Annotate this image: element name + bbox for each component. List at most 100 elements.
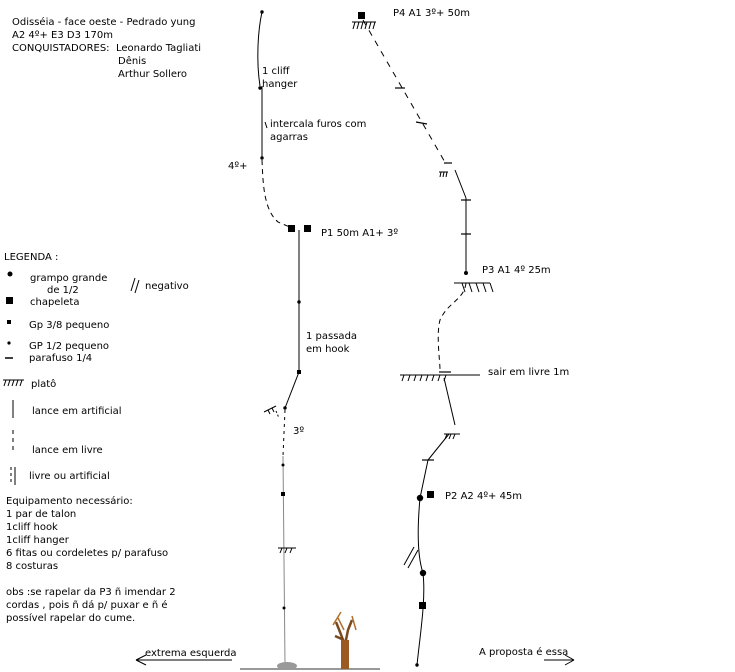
legend-label: parafuso 1/4 [29,353,92,364]
belay-label: P2 A2 4º+ 45m [445,491,522,502]
right-route [362,19,467,666]
route-line [417,497,424,574]
small-bolt-icon [297,300,301,304]
rappel-note: obs :se rapelar da P3 ñ imendar 2 cordas… [6,587,176,624]
grade-label: 4º+ [228,161,247,172]
ledge-icon [3,379,24,387]
legend-label: chapeleta [30,297,79,308]
route-annotation: intercala furos com [270,119,366,130]
conquerors-label: CONQUISTADORES: [12,43,110,54]
small-bolt-12-icon [7,341,11,345]
equipment-item: 1cliff hook [6,522,58,533]
right-negative-mark [403,546,419,569]
legend-label: grampo grande [30,273,107,284]
route-title: Odisséia - face oeste - Pedrado yung [12,16,195,28]
left-arrow: extrema esquerda [135,648,237,666]
legend-label: negativo [145,281,189,292]
route-annotation: em hook [306,344,350,355]
free-or-aid-icon [10,467,16,485]
small-bolt-icon [260,156,264,160]
big-bolt-icon [7,271,13,277]
big-bolt-icon [419,569,427,577]
small-bolt-icon [260,10,264,14]
hanger-icon [288,225,295,232]
route-line [443,377,456,426]
small-bolt-icon [297,370,301,374]
legend-label: platô [31,378,56,390]
route-line [257,11,263,87]
route-grade: A2 4º+ E3 D3 170m [12,30,113,41]
note-line: possível rapelar do cume. [6,612,135,624]
route-line [284,371,300,409]
equipment-item: 1 par de talon [6,509,76,520]
route-line-free [437,282,467,371]
belay-label: P1 50m A1+ 3º [321,228,398,239]
tree-icon [332,611,357,670]
legend-label: Gp 3/8 pequeno [29,320,109,331]
conqueror-name: Dênis [118,55,146,67]
hanger-icon [304,225,311,232]
hanger-icon [419,602,426,609]
belay-label: P3 A1 4º 25m [482,265,551,276]
route-line-free [362,19,447,165]
route-line [419,459,429,499]
legend-label: livre ou artificial [29,471,110,482]
equipment-item: 1cliff hanger [6,535,70,546]
equipment-title: Equipamento necessário: [6,495,133,507]
legend: LEGENDA : grampo grande de 1/2 chapeleta… [3,252,189,485]
small-bolt-icon [258,86,262,90]
route-annotation: agarras [270,132,308,143]
negative-icon [130,277,140,294]
right-route-protection [358,12,468,667]
legend-label: lance em livre [32,445,103,456]
right-route-screws [395,87,471,461]
belay-label: P4 A1 3º+ 50m [393,8,470,19]
note-line: obs :se rapelar da P3 ñ imendar 2 [6,587,176,598]
rock-icon [277,662,297,670]
route-annotation: 1 cliff [262,66,291,77]
arrow-right-icon [564,654,575,666]
equipment-item: 8 costuras [6,561,58,572]
route-line-free [261,159,293,229]
right-ledges [352,21,494,440]
small-bolt-icon [283,406,287,410]
route-annotation: sair em livre 1m [488,367,569,378]
ground [240,662,380,670]
equipment-item: 6 fitas ou cordeletes p/ parafuso [6,548,168,559]
route-line [282,455,286,666]
small-bolt-icon [282,606,286,610]
left-route-protection [258,10,311,610]
route-line-free [282,409,286,457]
legend-title: LEGENDA : [4,252,58,263]
route-line [454,169,467,199]
left-route [257,11,300,666]
route-annotation: 1 passada [306,331,357,342]
hanger-icon [358,12,365,19]
screw-mark [289,547,293,554]
screw-mark [264,121,268,129]
left-route-labels: 1 cliff hanger intercala furos com agarr… [228,66,398,437]
big-bolt-icon [464,271,468,275]
legend-label: lance em artificial [32,406,122,417]
arrow-label: extrema esquerda [145,648,237,659]
conqueror-name: Leonardo Tagliati [116,43,201,54]
small-bolt-icon [415,663,419,667]
equipment-list: Equipamento necessário: 1 par de talon 1… [6,495,168,572]
screw-mark [284,547,288,554]
legend-label: GP 1/2 pequeno [29,341,109,352]
left-ledge [263,405,280,419]
small-bolt-38-icon [7,320,11,324]
arrow-label: A proposta é essa [479,646,568,658]
small-bolt-icon [281,463,285,467]
arrow-left-icon [135,654,147,666]
hanger-icon [427,491,434,498]
note-line: cordas , pois ñ dá p/ puxar e ñ é [6,599,168,611]
route-annotation: hanger [262,79,298,90]
header: Odisséia - face oeste - Pedrado yung A2 … [12,16,201,80]
grade-label: 3º [293,426,304,437]
hanger-icon [6,297,13,304]
conqueror-name: Arthur Sollero [118,69,187,80]
route-line [416,572,425,666]
screw-mark [279,547,283,554]
